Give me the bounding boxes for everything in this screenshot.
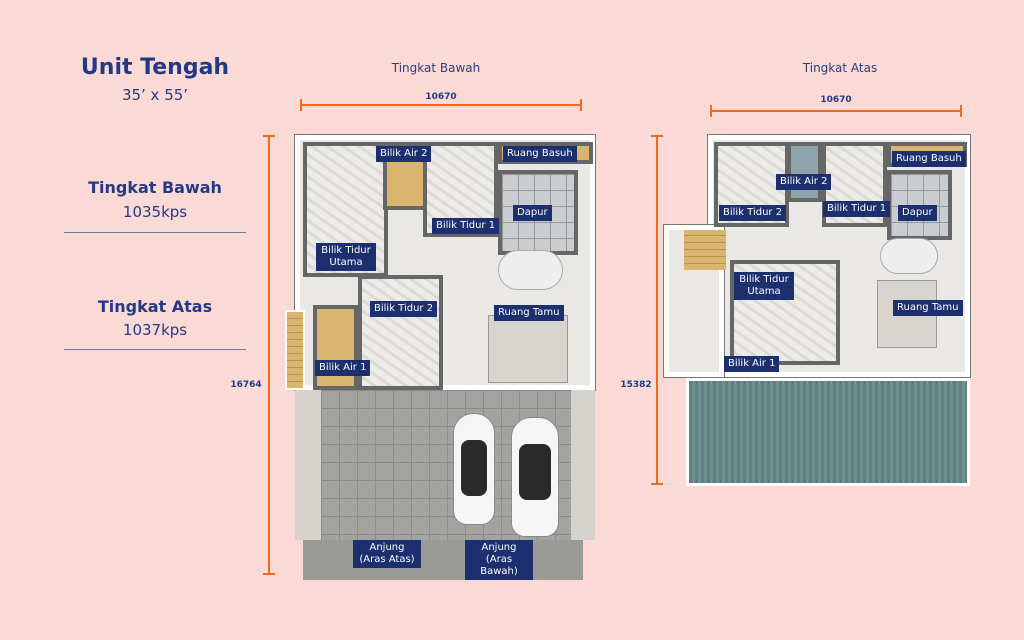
room-label: Bilik Tidur Utama [734,272,794,300]
room-label: Ruang Basuh [503,146,577,162]
width-dimension-line [300,99,582,111]
room-label: Ruang Basuh [892,151,966,167]
room-label: Bilik Tidur 1 [823,201,891,217]
upper-width-dimension: 10670 [820,95,852,105]
upper-floor-area: 1037kps [122,321,188,339]
upper-depth-dimension: 15382 [620,380,652,390]
unit-title: Unit Tengah [80,55,230,80]
divider [64,349,246,350]
room-label: Bilik Tidur Utama [316,243,376,271]
unit-size: 35’ x 55’ [121,86,189,104]
ground-floor-heading: Tingkat Bawah [88,178,222,197]
room-label: Bilik Air 1 [315,360,371,376]
car-icon [453,413,495,525]
room-label: Anjung (Aras Bawah) [465,540,533,580]
width-dimension-line [710,105,962,117]
room-label: Bilik Tidur 1 [432,218,500,234]
ground-plan-title: Tingkat Bawah [391,61,481,75]
upper-plan-title: Tingkat Atas [802,61,878,75]
room-label: Bilik Tidur 2 [719,205,787,221]
depth-dimension-line [651,135,663,485]
room-label: Dapur [513,205,552,221]
divider [64,232,246,233]
room-label: Anjung (Aras Atas) [353,540,421,568]
ground-width-dimension: 10670 [425,92,457,102]
room-label: Ruang Tamu [494,305,564,321]
ground-floor-area: 1035kps [122,203,188,221]
room-label: Bilik Air 1 [724,356,780,372]
depth-dimension-line [263,135,275,575]
ground-depth-dimension: 16764 [230,380,262,390]
room-label: Bilik Tidur 2 [370,301,438,317]
room-label: Ruang Tamu [893,300,963,316]
ground-floor-plan [283,130,598,590]
upper-floor-heading: Tingkat Atas [97,297,213,316]
room-label: Bilik Air 2 [376,146,432,162]
room-label: Dapur [898,205,937,221]
car-icon [511,417,559,537]
room-label: Bilik Air 2 [776,174,832,190]
